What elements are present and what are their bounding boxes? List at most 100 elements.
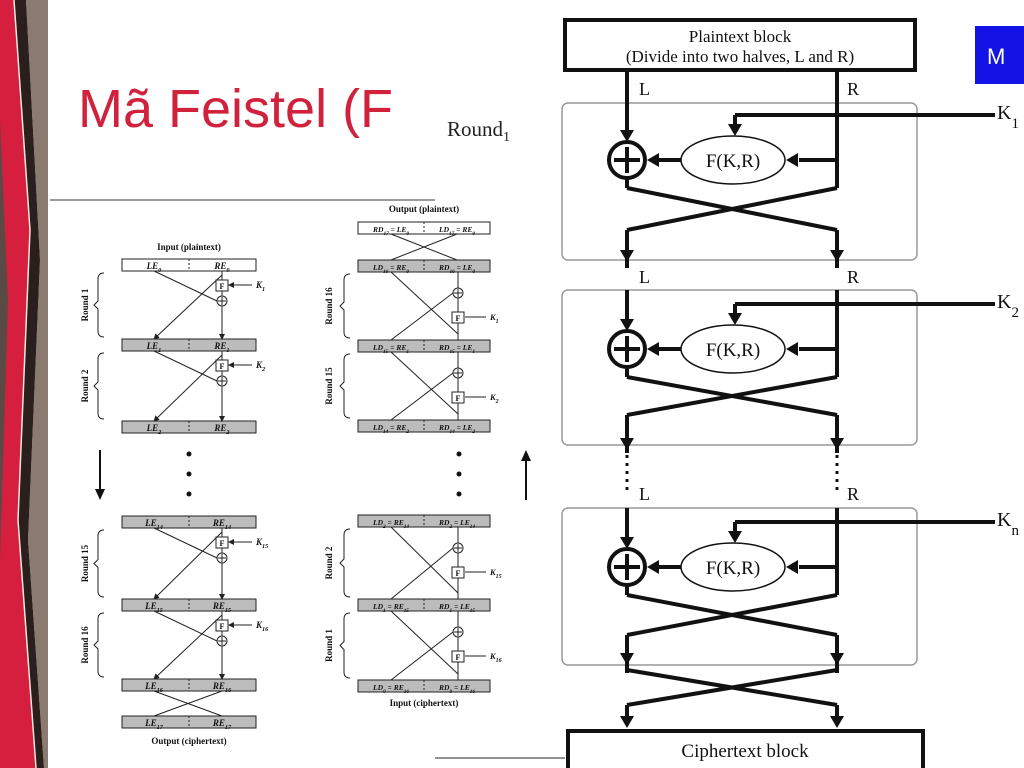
left-wire — [390, 631, 454, 681]
output-ciphertext-label: Output (ciphertext) — [151, 736, 226, 746]
swap-wire — [390, 351, 459, 415]
left-wire — [153, 270, 218, 302]
input-ciphertext-label: Input (ciphertext) — [390, 698, 459, 708]
round-label: Round 16 — [324, 287, 334, 325]
arrow-head — [728, 531, 742, 543]
round-key-label: K1 — [255, 280, 265, 293]
right-half-label: RE17 — [212, 718, 232, 731]
right-half-label: R — [847, 79, 859, 99]
arrow-head — [830, 250, 844, 262]
right-half-label: RD14 = LE2 — [438, 423, 475, 435]
arrow-head — [786, 560, 798, 574]
ellipsis-dot — [186, 491, 192, 497]
ciphertext-block-label: Ciphertext block — [681, 741, 809, 762]
round-key-label: K1 — [489, 312, 499, 325]
round-key-label: K15 — [489, 567, 502, 580]
left-wire — [390, 292, 454, 341]
f-function-label: F — [456, 394, 461, 403]
right-half-label: R — [847, 484, 859, 504]
ellipsis-dot — [186, 471, 192, 477]
round-label: Round 15 — [80, 544, 90, 582]
round-brace — [93, 612, 105, 678]
partial-blue-button[interactable]: M — [975, 26, 1024, 84]
f-function-label: F — [456, 569, 461, 578]
left-half-label: L — [639, 79, 650, 99]
ellipsis-dot — [186, 451, 192, 457]
final-swap-wire — [153, 690, 223, 717]
left-half-label: LE15 — [144, 601, 163, 614]
feistel-round-diagram: Plaintext block(Divide into two halves, … — [435, 18, 1019, 768]
round-label-sub: 1 — [503, 130, 511, 146]
arrow-head — [620, 130, 634, 142]
right-half-label: RD1 = LE15 — [438, 602, 475, 614]
partial-blue-button-label: M — [987, 44, 1006, 69]
final-swap-wire — [390, 233, 458, 261]
decryption-diagram: Output (plaintext)Input (ciphertext)RD17… — [324, 204, 502, 708]
round-frame — [561, 507, 918, 666]
left-half-label: LD2 = RE14 — [372, 518, 409, 530]
round-label-text: Round — [447, 117, 504, 141]
swap-wire — [390, 610, 459, 675]
round-label: Round 1 — [80, 288, 90, 321]
slide-title: Mã Feistel (F — [78, 79, 394, 139]
round-frame — [561, 102, 918, 261]
right-half-label: RE16 — [212, 681, 232, 694]
round-key-label: K16 — [489, 651, 502, 664]
left-half-label: LE16 — [144, 681, 164, 694]
swap-wire — [153, 354, 223, 422]
round-key-label: K15 — [255, 537, 268, 550]
round-brace — [93, 272, 105, 338]
arrow-head — [647, 560, 659, 574]
f-function-label: F — [456, 653, 461, 662]
decorative-side-stripes — [0, 0, 48, 768]
right-half-label: RE14 — [212, 518, 231, 531]
f-function-label: F — [220, 282, 225, 291]
swap-wire — [153, 274, 223, 340]
right-half-label: R — [847, 267, 859, 287]
round-label: Round 2 — [80, 369, 90, 402]
f-function-label: F(K,R) — [706, 340, 760, 361]
swap-wire — [390, 271, 459, 335]
left-half-label: LD0 = RE16 — [372, 683, 409, 695]
right-half-label: RE0 — [213, 261, 230, 274]
round-key-label: K1 — [997, 102, 1019, 132]
plaintext-block-subtitle: (Divide into two halves, L and R) — [626, 47, 854, 66]
input-plaintext-label: Input (plaintext) — [157, 242, 221, 252]
f-function-box — [451, 566, 465, 579]
ciphertext-block — [566, 729, 925, 768]
plaintext-block-title: Plaintext block — [689, 27, 792, 46]
ellipsis-dot — [456, 491, 462, 497]
f-function-box — [451, 391, 465, 404]
f-function-box — [451, 650, 465, 663]
round-brace — [339, 612, 351, 679]
plaintext-block — [563, 18, 917, 72]
round-frame — [561, 289, 918, 446]
direction-arrows — [95, 450, 531, 500]
right-half-label: RD15 = LE1 — [438, 343, 475, 355]
round-brace — [339, 273, 351, 339]
left-wire — [390, 372, 454, 421]
left-half-label: L — [639, 267, 650, 287]
left-wire — [153, 350, 218, 382]
arrow-head — [620, 438, 634, 450]
left-half-label: LE1 — [146, 341, 162, 354]
right-half-label: RE2 — [213, 423, 229, 436]
ellipsis-dot — [456, 471, 462, 477]
output-plaintext-label: Output (plaintext) — [389, 204, 459, 214]
arrow-head — [830, 716, 844, 728]
swap-wire — [153, 531, 223, 600]
round-brace — [93, 352, 105, 420]
arrow-head — [728, 124, 742, 136]
f-function-box — [451, 311, 465, 324]
arrow-head — [728, 313, 742, 325]
arrow-head — [786, 342, 798, 356]
round-label: Round 16 — [80, 626, 90, 664]
left-wire — [153, 610, 218, 642]
right-half-label: RE1 — [213, 341, 229, 354]
arrow-head — [620, 537, 634, 549]
left-half-label: LE2 — [146, 423, 162, 436]
arrow-head — [647, 153, 659, 167]
swap-wire — [626, 593, 838, 637]
final-swap-wire — [626, 668, 838, 707]
